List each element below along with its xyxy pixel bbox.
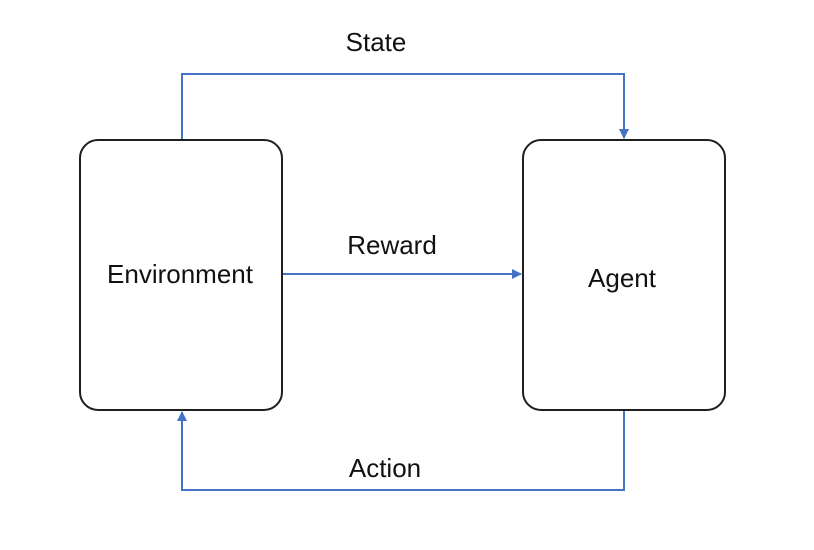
agent-label: Agent [588, 263, 657, 293]
action-label: Action [349, 453, 421, 483]
action-arrow [177, 410, 625, 491]
environment-label: Environment [107, 259, 254, 289]
agent-box [522, 139, 726, 411]
state-label: State [346, 27, 407, 57]
environment-box [79, 139, 283, 411]
state-arrow [181, 73, 629, 140]
reward-label: Reward [347, 230, 437, 260]
